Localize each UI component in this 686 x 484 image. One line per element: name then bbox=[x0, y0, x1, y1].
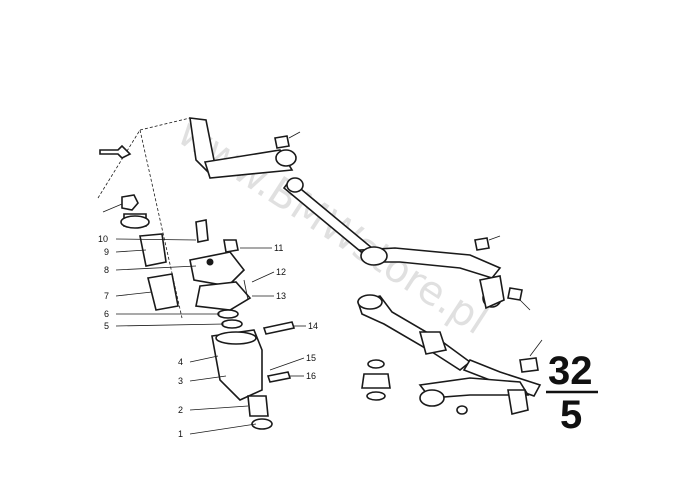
exploded-frame-line bbox=[97, 117, 191, 199]
idler-housing-4-part bbox=[211, 329, 263, 401]
bushing-9-part bbox=[139, 233, 167, 267]
callout-8: 8 bbox=[104, 265, 109, 275]
callout-1: 1 bbox=[178, 429, 183, 439]
group-number: 32 5 bbox=[546, 349, 598, 437]
bushing-set-part bbox=[361, 359, 391, 401]
callout-7: 7 bbox=[104, 291, 109, 301]
callout-11: 11 bbox=[274, 243, 283, 253]
tie-rod-assembly-part bbox=[356, 294, 543, 415]
bolt-16-part bbox=[266, 371, 292, 383]
nut-11-part bbox=[223, 239, 239, 253]
callout-10: 10 bbox=[98, 234, 108, 244]
cotter-pin-part bbox=[99, 144, 132, 159]
center-tie-rod-part bbox=[282, 177, 531, 311]
callout-16: 16 bbox=[306, 371, 316, 381]
gasket-part bbox=[195, 281, 252, 311]
callout-15: 15 bbox=[306, 353, 316, 363]
callout-12: 12 bbox=[276, 267, 286, 277]
callout-14: 14 bbox=[308, 321, 318, 331]
bushing-2-part bbox=[247, 395, 269, 417]
callout-6: 6 bbox=[104, 309, 109, 319]
bolt-14-part bbox=[262, 321, 296, 335]
pitman-arm-part bbox=[189, 117, 301, 179]
callout-13: 13 bbox=[276, 291, 286, 301]
leader-lines bbox=[115, 238, 306, 435]
ring-5-part bbox=[221, 319, 243, 329]
callout-3: 3 bbox=[178, 376, 183, 386]
bracket-8-part bbox=[189, 251, 246, 287]
group-number-bottom: 5 bbox=[560, 393, 582, 437]
washer-10-part bbox=[120, 215, 150, 229]
callout-2: 2 bbox=[178, 405, 183, 415]
bushing-7-part bbox=[147, 273, 179, 311]
nut-1-part bbox=[251, 418, 273, 430]
callout-9: 9 bbox=[104, 247, 109, 257]
group-number-top: 32 bbox=[548, 349, 593, 393]
callout-4: 4 bbox=[178, 357, 183, 367]
bolt-12-part bbox=[243, 279, 249, 301]
sleeve-top-part bbox=[195, 219, 209, 243]
ring-6-part bbox=[217, 309, 239, 319]
callout-5: 5 bbox=[104, 321, 109, 331]
